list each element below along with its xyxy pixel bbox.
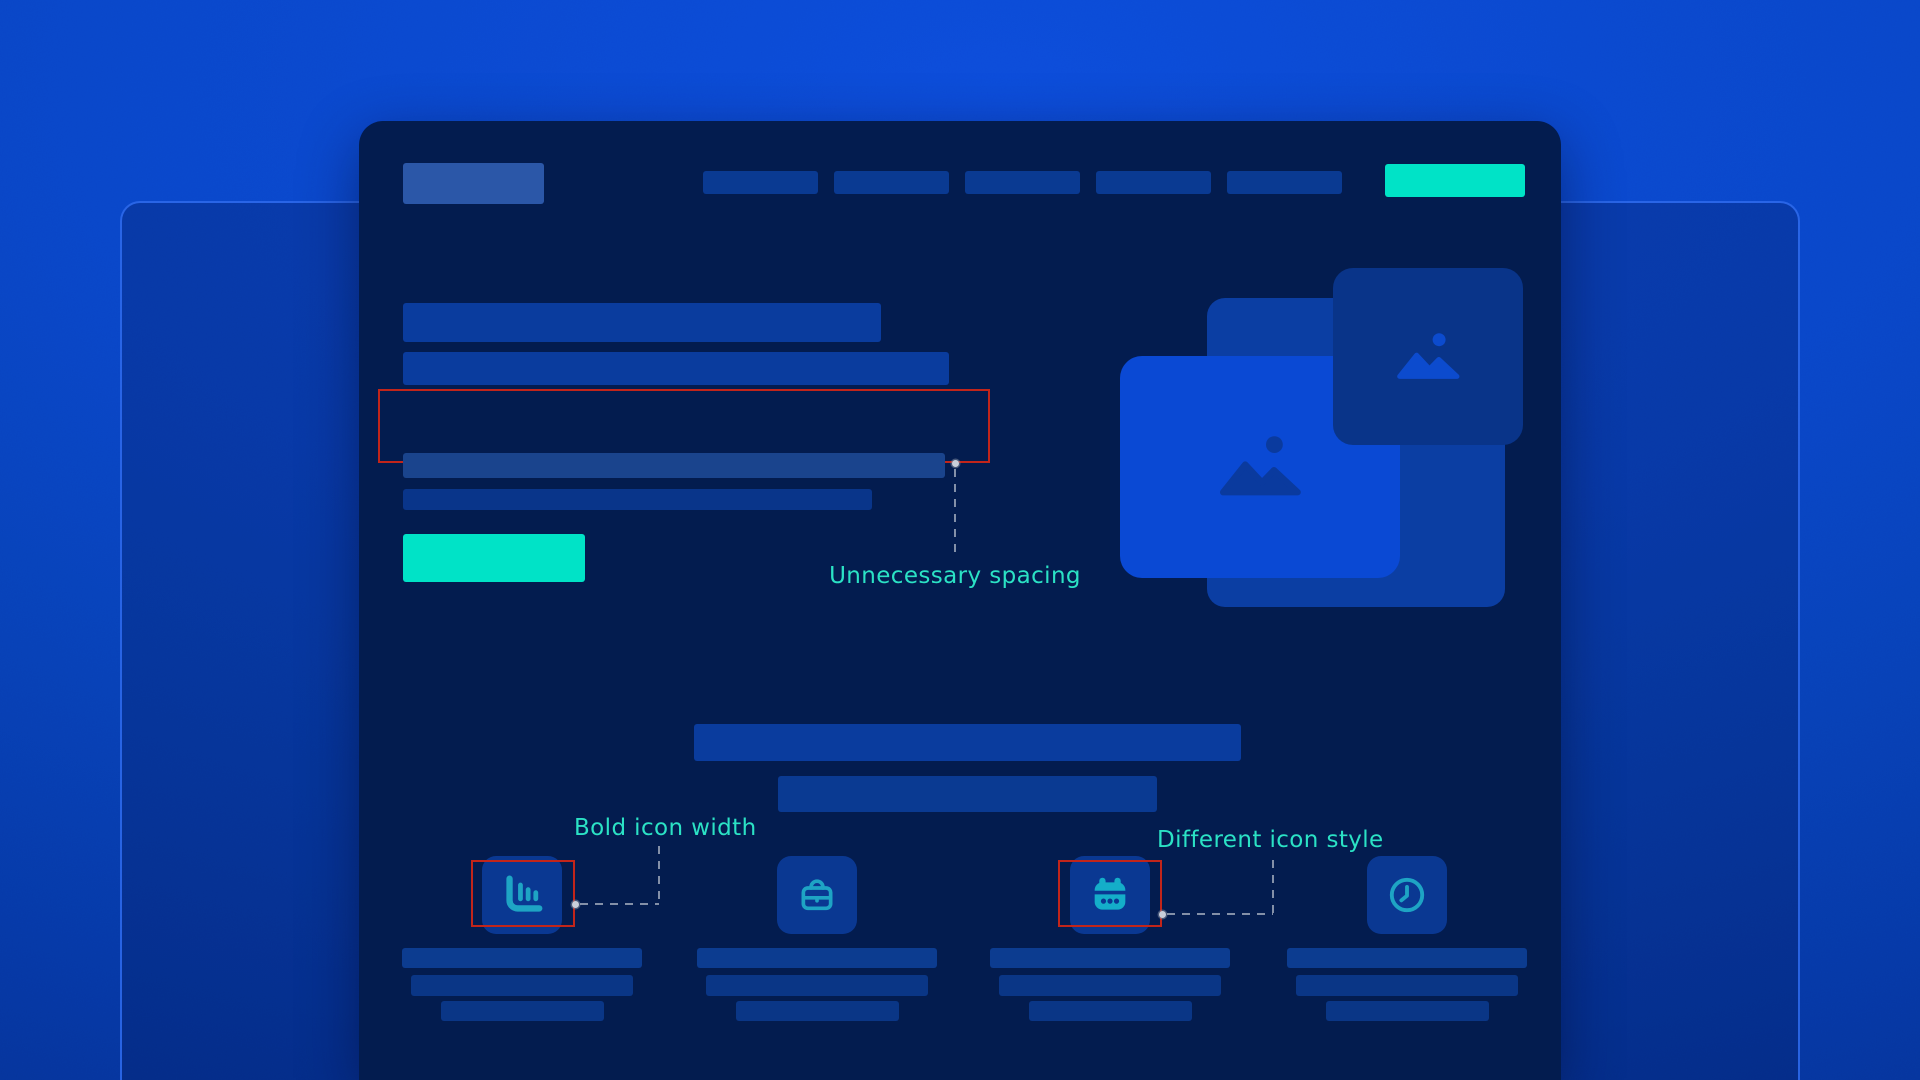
connector-dashed-line [954,469,956,558]
feature-text-bar [441,1001,604,1021]
nav-item-placeholder[interactable] [703,171,818,194]
annotation-label-spacing: Unnecessary spacing [829,563,1081,589]
bar-chart-icon [506,875,543,912]
feature-text-bar [402,948,642,968]
feature-text-bar [1029,1001,1192,1021]
image-placeholder-icon [1397,332,1460,379]
briefcase-icon [801,879,833,911]
feature-tile-calendar [1070,856,1150,934]
clock-icon [1389,877,1425,913]
hero-cta-button[interactable] [403,534,585,582]
features-heading-bar [694,724,1241,761]
connector-dot [951,459,959,467]
feature-tile-briefcase [777,856,857,934]
nav-item-placeholder[interactable] [1227,171,1342,194]
feature-text-bar [1296,975,1518,996]
nav-item-placeholder[interactable] [965,171,1080,194]
connector-dot [1158,910,1166,918]
annotation-box-icon-style [1058,860,1162,927]
website-mockup-card [359,121,1561,1080]
hero-heading-bar-2 [403,352,949,385]
connector-dashed-line [1272,860,1274,914]
feature-text-bar [736,1001,899,1021]
hero-text-bar-1 [403,453,945,478]
annotation-box-spacing [378,389,990,463]
features-subheading-bar [778,776,1157,812]
feature-text-bar [411,975,633,996]
connector-dashed-line [580,903,659,905]
connector-dot [571,900,579,908]
connector-dashed-line [1167,913,1273,915]
feature-text-bar [1326,1001,1489,1021]
annotation-box-icon-width [471,860,575,927]
logo-placeholder [403,163,544,204]
feature-text-bar [990,948,1230,968]
gallery-image-card-small [1333,268,1523,445]
hero-heading-bar-1 [403,303,881,342]
calendar-icon [1092,877,1128,910]
feature-text-bar [999,975,1221,996]
hero-text-bar-2 [403,489,872,510]
feature-tile-chart [482,856,562,934]
nav-item-placeholder[interactable] [834,171,949,194]
feature-text-bar [706,975,928,996]
annotation-label-icon-width: Bold icon width [574,815,757,841]
nav-item-placeholder[interactable] [1096,171,1211,194]
feature-tile-clock [1367,856,1447,934]
feature-text-bar [1287,948,1527,968]
annotation-label-icon-style: Different icon style [1157,827,1384,853]
connector-dashed-line [658,846,660,904]
nav-cta-button[interactable] [1385,164,1525,197]
image-placeholder-icon [1220,436,1301,496]
feature-text-bar [697,948,937,968]
